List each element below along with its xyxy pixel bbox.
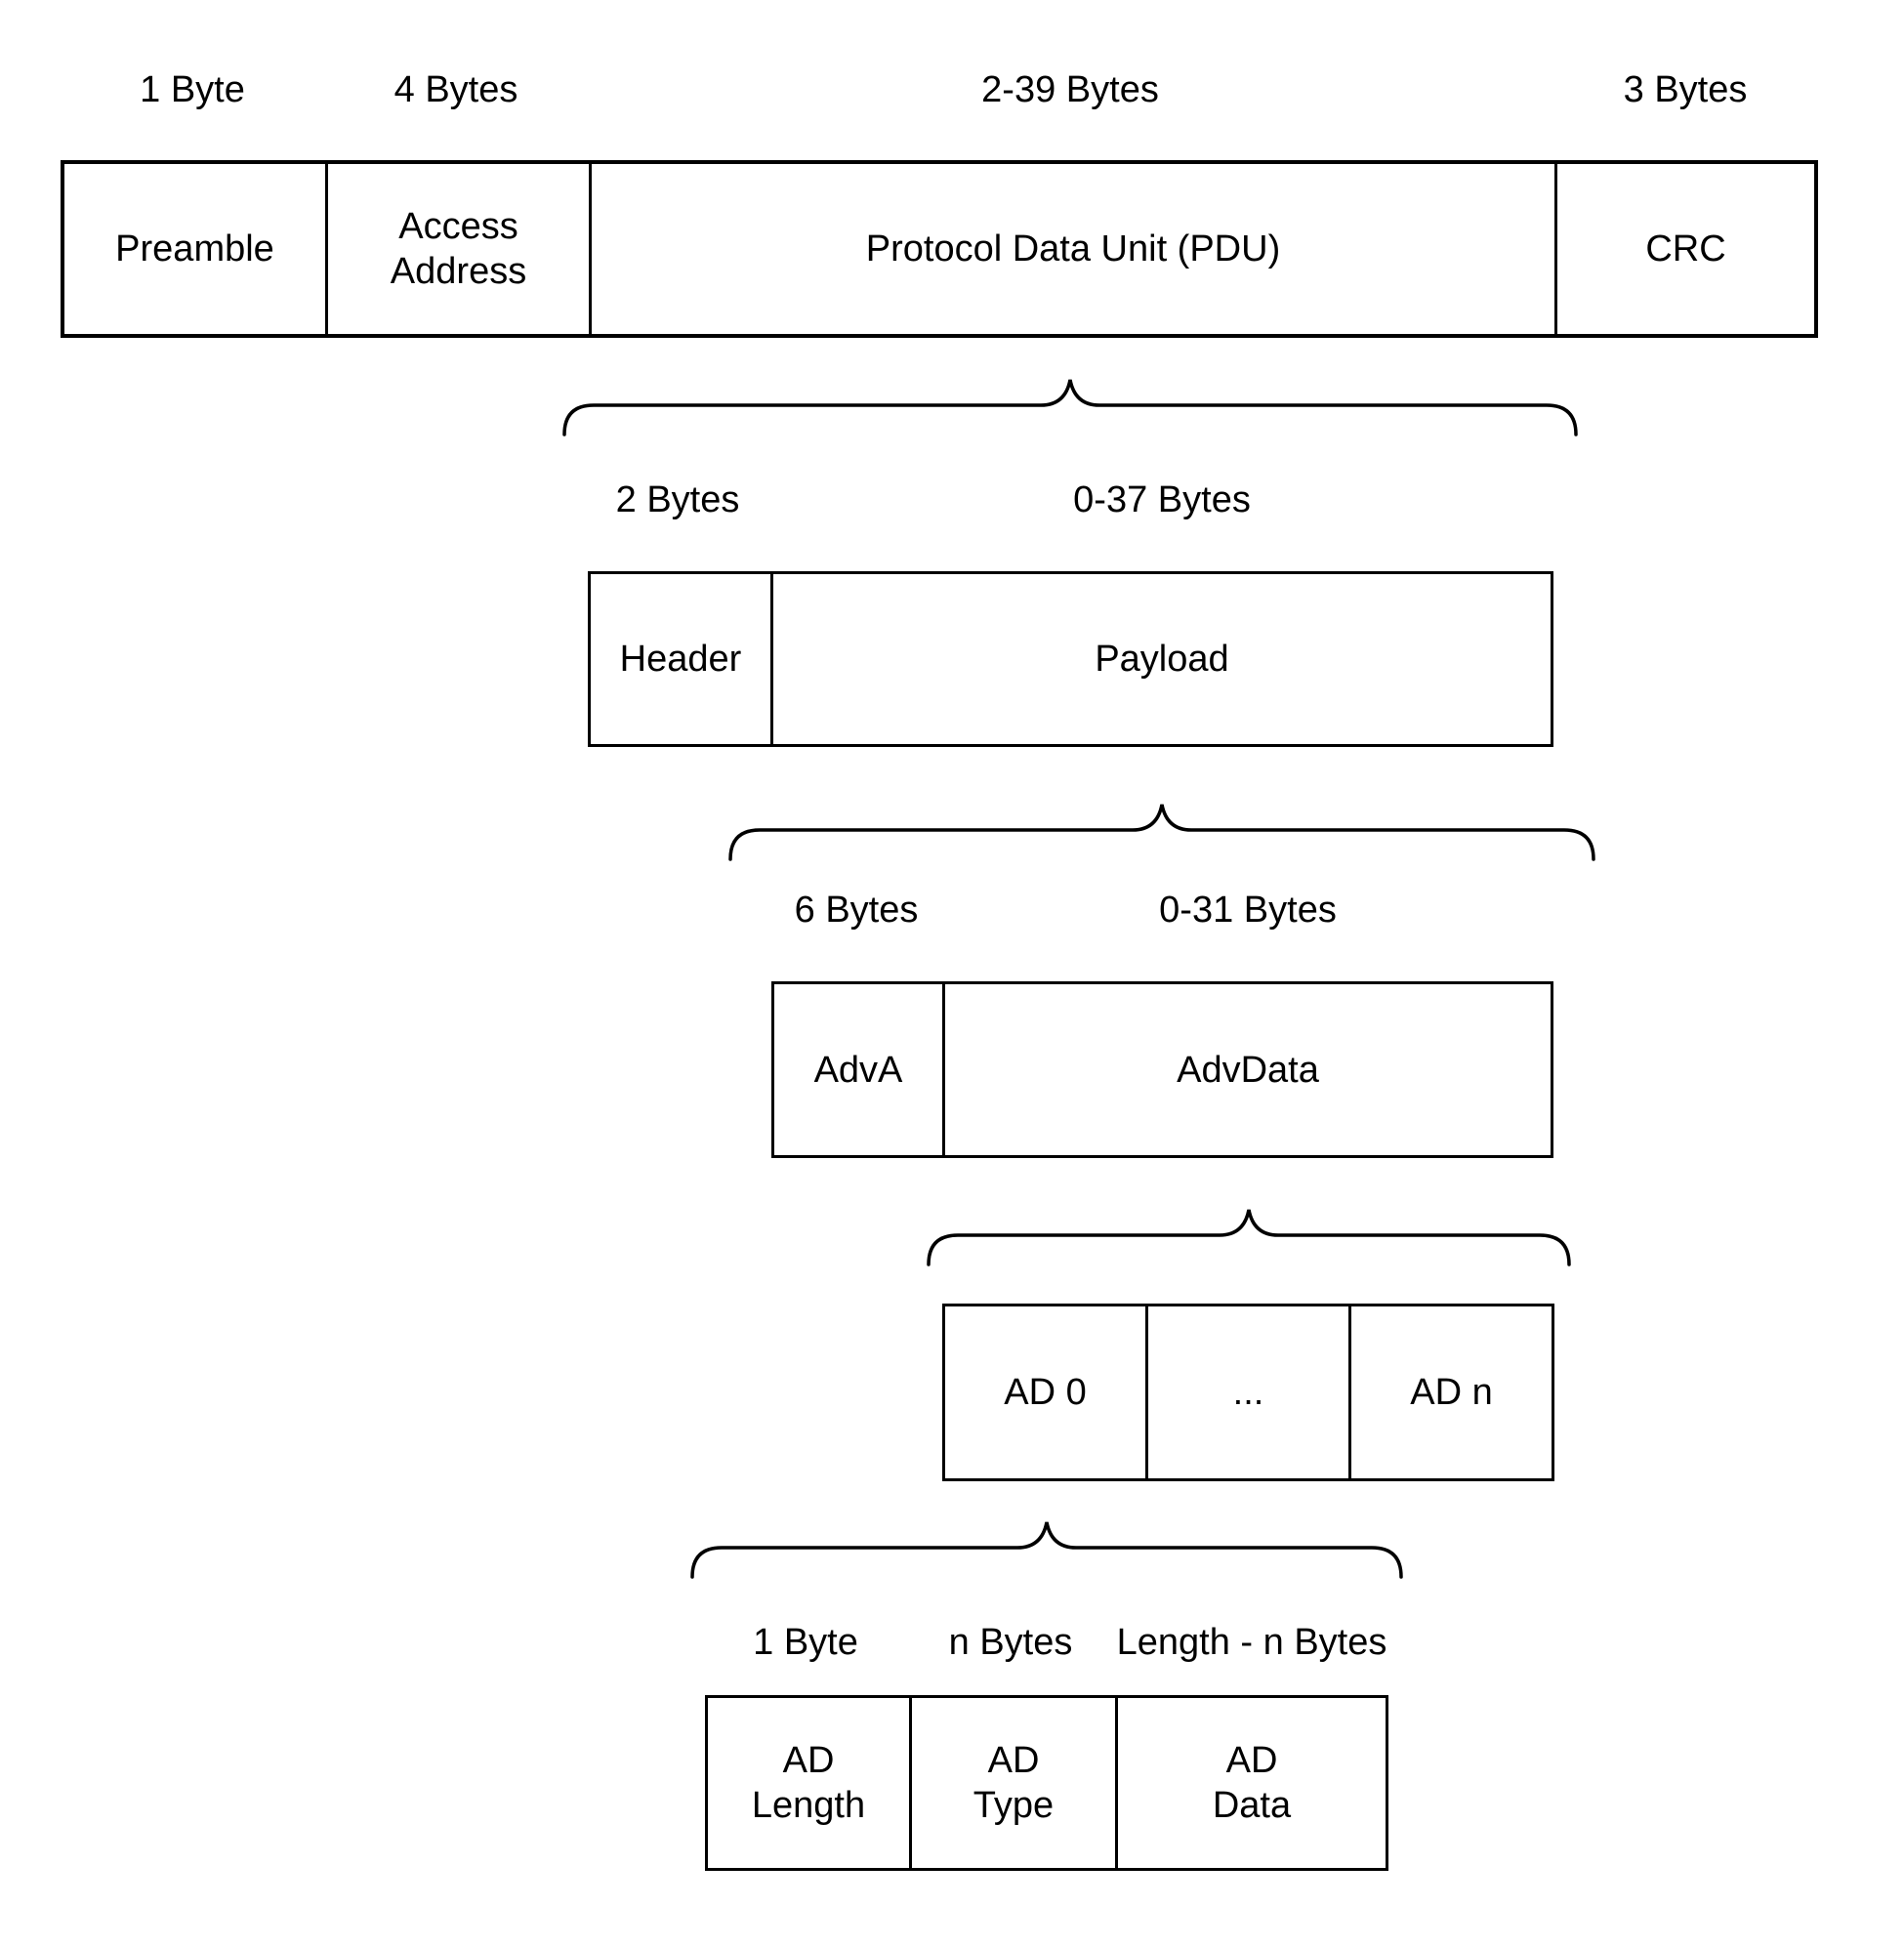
size-label-pdu: 2-39 Bytes [981, 69, 1159, 110]
pdu-row: Header Payload [588, 571, 1553, 747]
size-label-ad-data: Length - n Bytes [1116, 1622, 1387, 1663]
box-access-address-label: Access Address [390, 206, 527, 292]
size-label-preamble: 1 Byte [140, 69, 245, 110]
brace-payload-breakdown [728, 804, 1595, 861]
box-advdata: AdvData [942, 984, 1551, 1155]
size-label-access-address: 4 Bytes [393, 69, 518, 110]
box-advdata-label: AdvData [1177, 1049, 1319, 1091]
size-label-ad-type: n Bytes [948, 1622, 1073, 1663]
box-ad-data: AD Data [1115, 1698, 1386, 1868]
box-ad0: AD 0 [945, 1306, 1145, 1478]
box-ad-length: AD Length [708, 1698, 909, 1868]
box-preamble: Preamble [64, 164, 325, 334]
ad-structure-row: AD Length AD Type AD Data [705, 1695, 1388, 1871]
size-label-adva: 6 Bytes [794, 890, 919, 931]
box-ad-type-label: AD Type [973, 1740, 1055, 1826]
size-label-advdata: 0-31 Bytes [1159, 890, 1337, 931]
box-payload: Payload [770, 574, 1551, 744]
box-pdu-label: Protocol Data Unit (PDU) [865, 228, 1281, 269]
box-header-label: Header [619, 639, 742, 680]
box-crc-label: CRC [1645, 228, 1726, 269]
box-access-address: Access Address [325, 164, 589, 334]
box-adva: AdvA [774, 984, 942, 1155]
box-pdu: Protocol Data Unit (PDU) [589, 164, 1554, 334]
box-ad-data-label: AD Data [1212, 1740, 1292, 1826]
box-payload-label: Payload [1095, 639, 1229, 680]
box-ad-ellipsis-label: ... [1232, 1372, 1264, 1413]
box-ad-ellipsis: ... [1145, 1306, 1348, 1478]
brace-pdu-breakdown [562, 379, 1578, 436]
box-crc: CRC [1554, 164, 1814, 334]
size-label-crc: 3 Bytes [1623, 69, 1748, 110]
advdata-row: AD 0 ... AD n [942, 1304, 1554, 1481]
box-adva-label: AdvA [813, 1049, 903, 1091]
size-label-ad-length: 1 Byte [753, 1622, 858, 1663]
payload-row: AdvA AdvData [771, 981, 1553, 1158]
box-ad-length-label: AD Length [751, 1740, 866, 1826]
box-header: Header [591, 574, 770, 744]
size-label-header: 2 Bytes [615, 479, 740, 520]
box-adn-label: AD n [1410, 1372, 1493, 1413]
box-preamble-label: Preamble [115, 228, 274, 269]
packet-row: Preamble Access Address Protocol Data Un… [61, 160, 1818, 338]
box-ad-type: AD Type [909, 1698, 1115, 1868]
box-ad0-label: AD 0 [1004, 1372, 1087, 1413]
brace-advdata-breakdown [927, 1209, 1571, 1266]
brace-ad0-breakdown [690, 1521, 1403, 1579]
size-label-payload: 0-37 Bytes [1073, 479, 1251, 520]
box-adn: AD n [1348, 1306, 1552, 1478]
